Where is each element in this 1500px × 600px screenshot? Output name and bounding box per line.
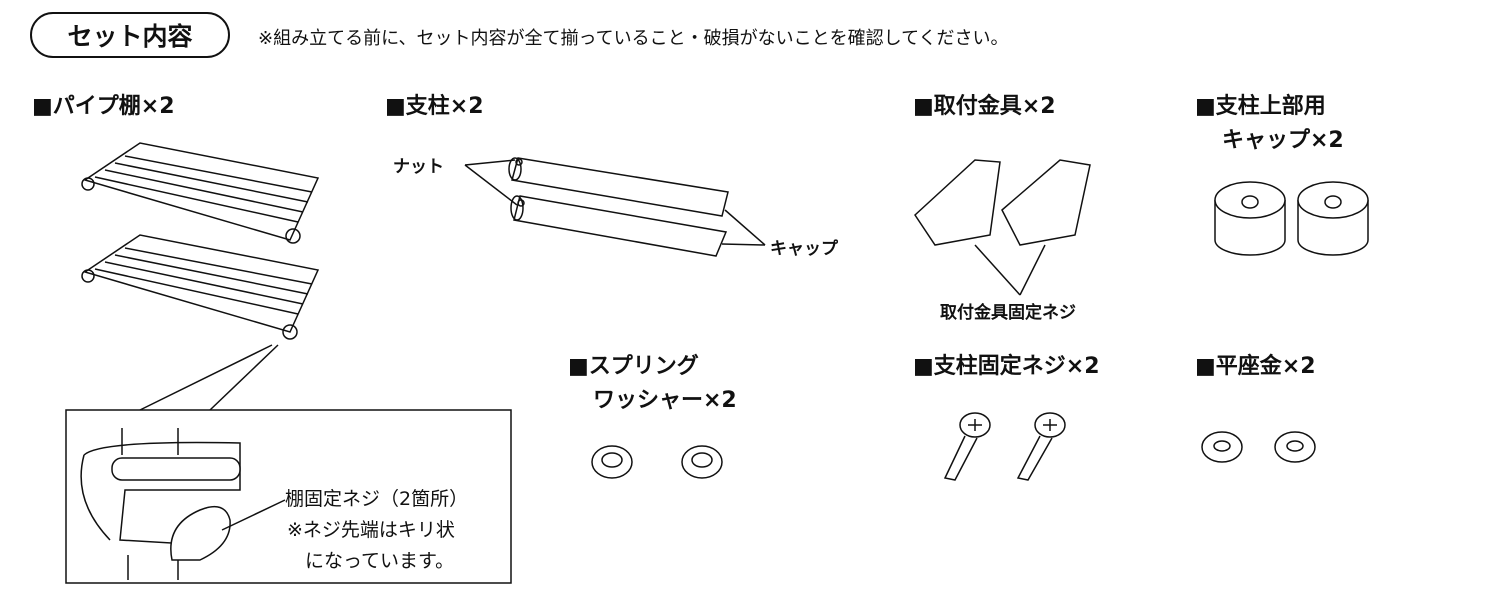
part-spring-washer-title-2: ワッシャー×2 xyxy=(593,388,737,413)
cap-label: キャップ xyxy=(770,239,838,259)
detail-box xyxy=(65,409,512,584)
flat-washer-illustration xyxy=(1201,431,1316,463)
post-illustration xyxy=(464,157,766,257)
bracket-illustration xyxy=(914,159,1091,296)
part-spring-washer-title-1: ■スプリング xyxy=(568,354,699,379)
instruction-note: ※組み立てる前に、セット内容が全て揃っていること・破損がないことを確認してくださ… xyxy=(258,28,1009,49)
part-bracket-title: ■取付金具×2 xyxy=(913,94,1056,119)
part-flat-washer-title: ■平座金×2 xyxy=(1195,354,1316,379)
bracket-screw-label: 取付金具固定ネジ xyxy=(940,303,1076,323)
section-title: セット内容 xyxy=(30,12,230,58)
detail-note-2: ※ネジ先端はキリ状 xyxy=(287,519,455,541)
shelf-screw-detail-drawing xyxy=(80,428,286,580)
part-top-cap-title-1: ■支柱上部用 xyxy=(1195,94,1326,119)
top-cap-illustration xyxy=(1214,181,1369,256)
pipe-shelf-illustration xyxy=(81,142,320,411)
spring-washer-illustration xyxy=(591,445,723,479)
nut-label: ナット xyxy=(393,157,444,177)
part-pipe-shelf-title: ■パイプ棚×2 xyxy=(32,94,175,119)
part-post-title: ■支柱×2 xyxy=(385,94,484,119)
post-screw-illustration xyxy=(943,412,1066,481)
detail-note-3: になっています。 xyxy=(305,550,455,572)
part-top-cap-title-2: キャップ×2 xyxy=(1222,128,1344,153)
part-post-screw-title: ■支柱固定ネジ×2 xyxy=(913,354,1100,379)
detail-note-1: 棚固定ネジ（2箇所） xyxy=(285,488,469,510)
